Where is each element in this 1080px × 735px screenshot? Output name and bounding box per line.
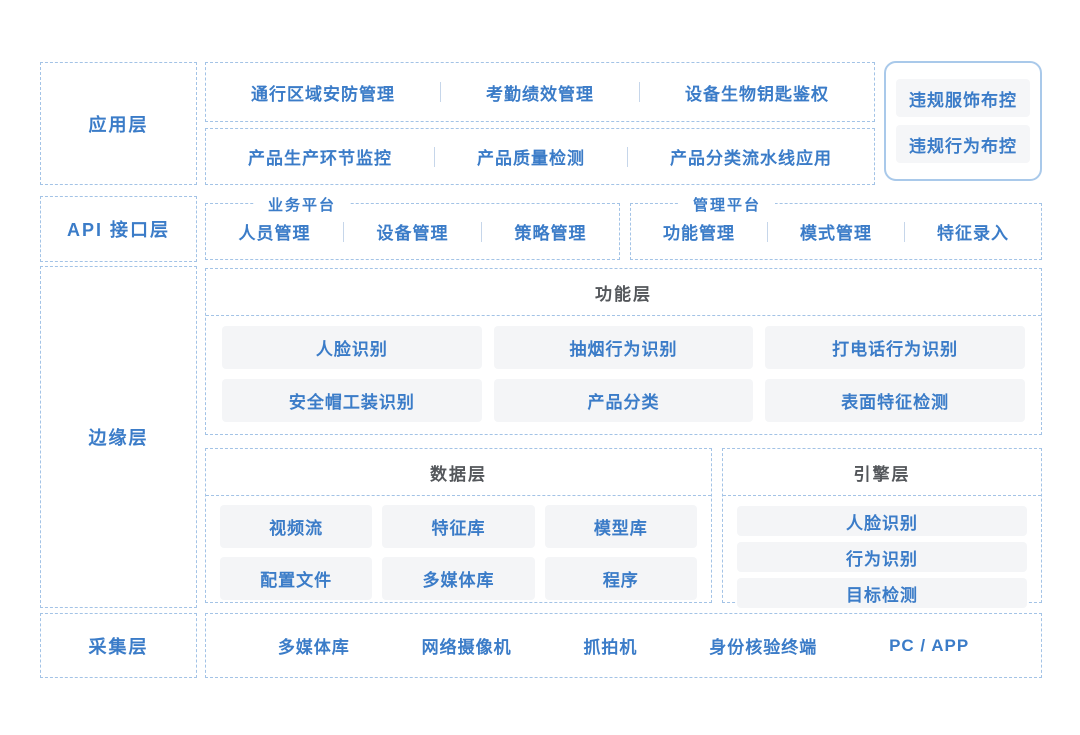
app-layer-label-box: 应用层 [40,62,197,185]
engine-layer-stack: 人脸识别 行为识别 目标检测 [723,496,1041,620]
edge-layer-label: 边缘层 [88,428,149,448]
engine-item: 目标检测 [737,578,1027,608]
function-layer-box: 功能层 人脸识别 抽烟行为识别 打电话行为识别 安全帽工装识别 产品分类 表面特… [205,268,1042,435]
app-layer-row2: 产品生产环节监控 产品质量检测 产品分类流水线应用 [205,128,875,185]
data-layer-title: 数据层 [206,449,711,496]
violation-control-box: 违规服饰布控 违规行为布控 [884,61,1042,181]
app-item: 设备生物钥匙鉴权 [685,84,829,104]
collection-item: 网络摄像机 [421,638,512,657]
engine-item: 人脸识别 [737,506,1027,536]
function-layer-grid: 人脸识别 抽烟行为识别 打电话行为识别 安全帽工装识别 产品分类 表面特征检测 [206,316,1041,434]
separator [481,221,482,242]
collection-layer-label: 采集层 [88,636,149,657]
function-item: 安全帽工装识别 [222,379,482,422]
data-item: 配置文件 [220,557,373,600]
function-item: 打电话行为识别 [765,326,1025,369]
collection-item: 多媒体库 [277,638,350,657]
api-item: 策略管理 [514,224,587,243]
separator [434,146,435,167]
management-platform-title: 管理平台 [679,194,776,215]
business-platform-box: 业务平台 人员管理 设备管理 策略管理 [205,194,620,260]
app-item: 产品生产环节监控 [248,149,392,168]
function-item: 表面特征检测 [765,379,1025,422]
app-item: 通行区域安防管理 [251,84,395,104]
collection-item: 抓拍机 [583,638,638,657]
collection-layer-row: 多媒体库 网络摄像机 抓拍机 身份核验终端 PC / APP [205,613,1042,678]
separator [767,221,768,242]
data-item: 模型库 [544,505,697,548]
app-item: 产品分类流水线应用 [670,149,832,168]
management-platform-box: 管理平台 功能管理 模式管理 特征录入 [630,194,1042,260]
api-item: 功能管理 [663,224,735,243]
data-item: 特征库 [382,505,535,548]
app-item: 考勤绩效管理 [486,84,594,104]
collection-item: PC / APP [889,635,970,655]
data-item: 多媒体库 [382,557,535,600]
function-item: 产品分类 [493,379,754,422]
separator [440,82,441,102]
api-layer-label-box: API 接口层 [40,196,197,262]
engine-layer-title: 引擎层 [723,449,1041,496]
engine-item: 行为识别 [737,542,1027,572]
side-item: 违规行为布控 [896,125,1030,163]
data-item: 程序 [544,557,697,600]
edge-layer-label-box: 边缘层 [40,266,197,608]
separator [904,221,905,242]
separator [639,82,640,102]
engine-layer-box: 引擎层 人脸识别 行为识别 目标检测 [722,448,1042,608]
app-layer-label: 应用层 [88,114,149,135]
function-layer-title: 功能层 [206,269,1041,316]
collection-item: 身份核验终端 [709,638,818,657]
separator [343,221,344,242]
function-item: 人脸识别 [222,326,482,369]
api-item: 特征录入 [937,224,1009,243]
data-layer-grid: 视频流 特征库 模型库 配置文件 多媒体库 程序 [206,496,711,610]
separator [627,146,628,167]
collection-layer-label-box: 采集层 [40,613,197,678]
app-layer-row1: 通行区域安防管理 考勤绩效管理 设备生物钥匙鉴权 [205,62,875,122]
data-layer-box: 数据层 视频流 特征库 模型库 配置文件 多媒体库 程序 [205,448,712,603]
app-item: 产品质量检测 [477,149,585,168]
business-platform-title: 业务平台 [254,194,351,215]
side-item: 违规服饰布控 [896,79,1030,117]
api-layer-label: API 接口层 [66,220,170,240]
data-item: 视频流 [220,505,373,548]
function-item: 抽烟行为识别 [493,326,754,369]
api-item: 设备管理 [376,224,449,243]
api-item: 模式管理 [800,224,872,243]
api-item: 人员管理 [238,224,311,243]
